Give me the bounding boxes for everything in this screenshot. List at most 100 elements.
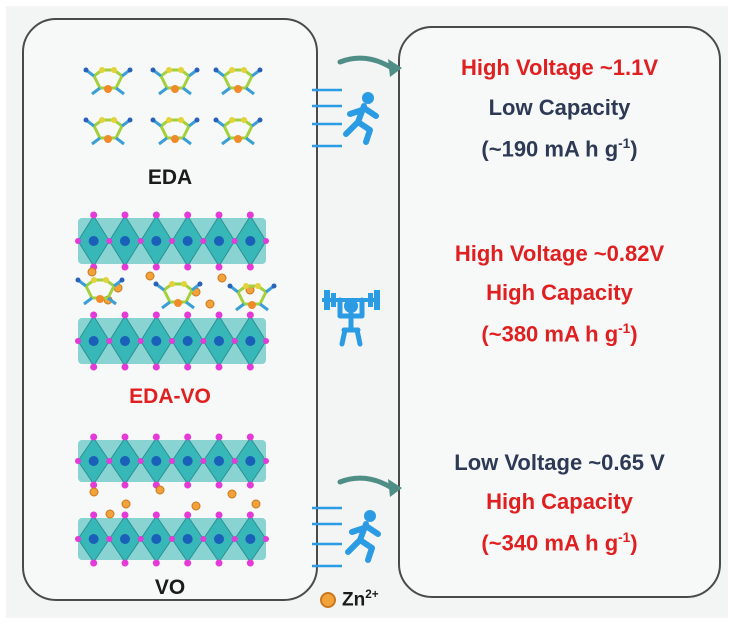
molecule-bond [107, 296, 117, 306]
molecule-atom [257, 117, 263, 123]
molecule-atom [96, 295, 104, 303]
eda-molecule [227, 283, 277, 312]
oxygen-atom [121, 363, 129, 371]
label-eda: EDA [147, 166, 193, 189]
molecule-atom [91, 277, 97, 283]
oxygen-atom [215, 433, 223, 441]
zinc-ion [227, 489, 237, 499]
molecule-atom [234, 85, 242, 93]
oxygen-atom [263, 536, 269, 542]
molecule-atom [171, 135, 179, 143]
vanadium-atom [88, 534, 99, 544]
oxygen-atom [121, 511, 129, 519]
oxygen-atom [184, 511, 192, 519]
molecule-atom [194, 67, 200, 73]
zinc-ion [145, 271, 155, 281]
structures-panel [22, 18, 318, 601]
oxygen-atom [137, 536, 144, 542]
molecule-atom [153, 281, 159, 287]
molecule-bond [259, 302, 269, 312]
molecule-atom [103, 277, 109, 283]
octahedral-layer [75, 511, 269, 567]
oxygen-atom [184, 559, 192, 567]
oxygen-atom [121, 559, 129, 567]
molecule-bond [221, 86, 231, 96]
vanadium-atom [151, 336, 162, 346]
weightlifter-icon [322, 290, 380, 347]
molecule-atom [243, 283, 249, 289]
oxygen-atom [184, 363, 192, 371]
oxygen-atom [200, 338, 207, 344]
oxygen-atom [106, 238, 113, 244]
molecule-atom [271, 283, 277, 289]
molecule-atom [75, 277, 81, 283]
oxygen-atom [90, 481, 98, 489]
molecule-atom [174, 299, 182, 307]
oxygen-atom [184, 433, 192, 441]
vanadium-atom [245, 456, 256, 466]
capacity-2: High Capacity [486, 280, 633, 305]
molecule-atom [234, 135, 242, 143]
capacity-value-3: (~340 mA h g-1) [481, 530, 638, 556]
lifter-head [344, 299, 358, 313]
figures [312, 55, 402, 568]
molecule-atom [83, 67, 89, 73]
oxygen-atom [231, 238, 238, 244]
oxygen-atom [231, 338, 238, 344]
transition-arrow [337, 55, 395, 71]
arrow-head [388, 479, 402, 497]
vanadium-atom [120, 456, 130, 466]
eda-molecule [150, 67, 200, 96]
oxygen-atom [169, 338, 175, 344]
molecule-atom [166, 117, 172, 123]
vanadium-atom [151, 236, 162, 246]
molecule-bond [91, 86, 101, 96]
eda-vo-structure [75, 211, 277, 371]
zinc-ion [121, 499, 131, 509]
molecule-atom [104, 135, 112, 143]
zinc-ion-label: Zn2+ [342, 588, 379, 611]
oxygen-atom [106, 536, 113, 542]
molecule-atom [127, 67, 133, 73]
oxygen-atom [215, 311, 223, 319]
zinc-ion [105, 509, 115, 519]
oxygen-atom [169, 458, 175, 464]
molecule-atom [150, 117, 156, 123]
vo-structure [75, 433, 269, 567]
vanadium-atom [214, 236, 224, 246]
oxygen-atom [75, 238, 81, 244]
oxygen-atom [121, 211, 129, 219]
molecule-bond [221, 136, 231, 146]
oxygen-atom [215, 481, 223, 489]
molecule-bond [235, 302, 245, 312]
oxygen-atom [215, 211, 223, 219]
eda-molecule [153, 281, 203, 310]
voltage-1: High Voltage ~1.1V [460, 55, 659, 80]
vanadium-atom [182, 336, 193, 346]
molecule-bond [83, 296, 93, 306]
oxygen-atom [137, 338, 144, 344]
oxygen-atom [75, 458, 81, 464]
oxygen-atom [200, 458, 207, 464]
molecule-atom [150, 67, 156, 73]
runner-body [345, 521, 381, 563]
capacity-1: Low Capacity [488, 95, 631, 120]
zinc-ion [251, 499, 261, 509]
molecule-atom [255, 283, 261, 289]
barbell-plate [324, 290, 330, 310]
octahedral-layer [75, 211, 269, 271]
octahedral-layer [75, 433, 269, 489]
vanadium-atom [88, 456, 99, 466]
molecule-bond [158, 86, 168, 96]
running-person-icon [343, 92, 379, 145]
oxygen-atom [231, 536, 238, 542]
label-eda-vo: EDA-VO [129, 385, 211, 408]
oxygen-atom [90, 559, 98, 567]
molecule-atom [181, 281, 187, 287]
oxygen-atom [200, 536, 207, 542]
oxygen-atom [246, 433, 254, 441]
molecule-atom [111, 67, 117, 73]
molecule-atom [178, 117, 184, 123]
vanadium-atom [214, 456, 224, 466]
molecule-atom [229, 67, 235, 73]
